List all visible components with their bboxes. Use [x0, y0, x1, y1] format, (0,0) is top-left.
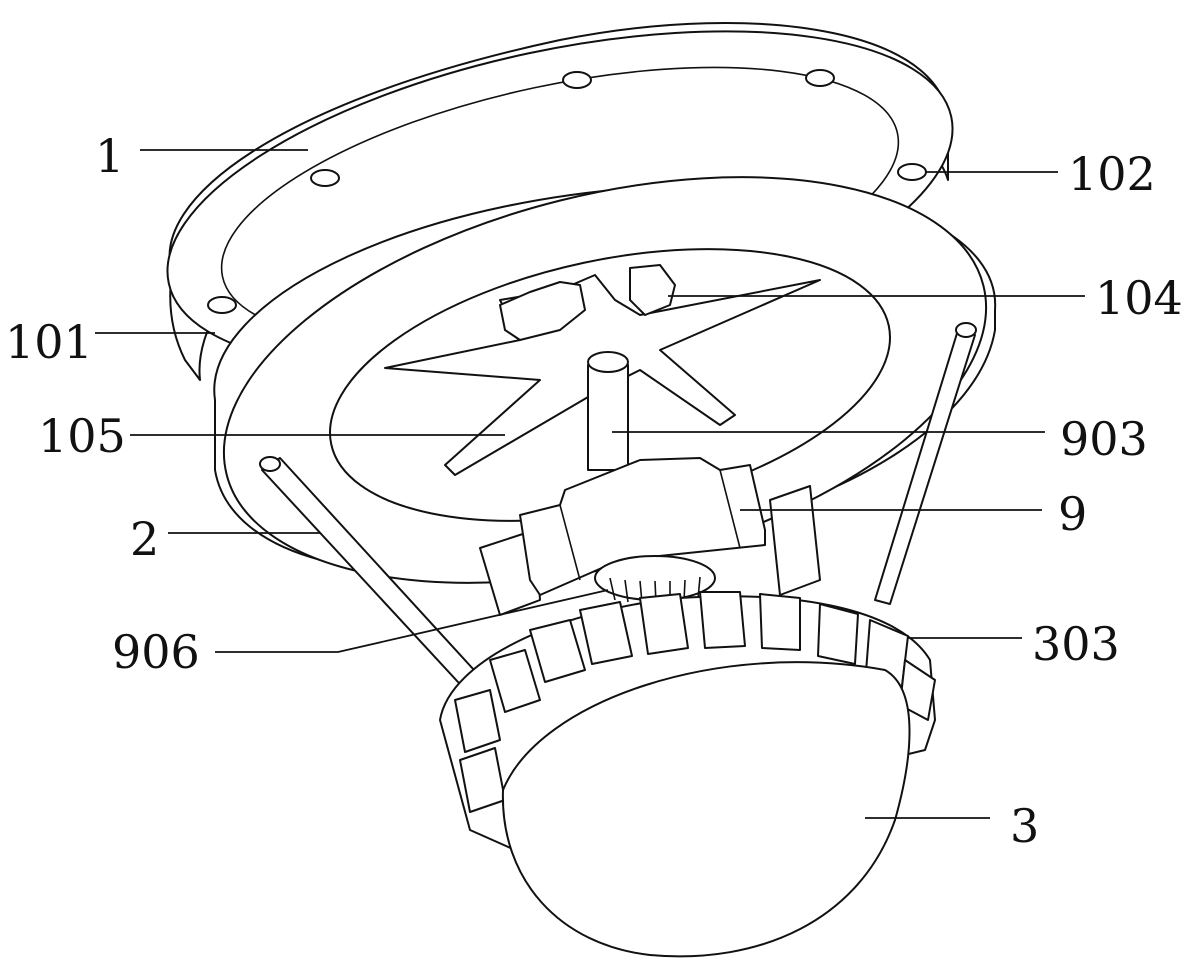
label-9: 9: [1058, 487, 1087, 541]
label-906: 906: [112, 625, 200, 679]
label-1: 1: [95, 129, 124, 183]
label-105: 105: [38, 409, 126, 463]
bolt-hole: [208, 297, 236, 313]
shaft: [588, 352, 628, 470]
bolt-hole: [898, 164, 926, 180]
bolt-hole: [806, 70, 834, 86]
label-102: 102: [1068, 147, 1156, 201]
bolt-hole: [311, 170, 339, 186]
label-3: 3: [1010, 799, 1039, 853]
label-903: 903: [1060, 412, 1148, 466]
bolt-hole: [563, 72, 591, 88]
label-303: 303: [1032, 617, 1120, 671]
label-2: 2: [130, 512, 159, 566]
label-104: 104: [1095, 271, 1183, 325]
label-101: 101: [5, 315, 93, 369]
